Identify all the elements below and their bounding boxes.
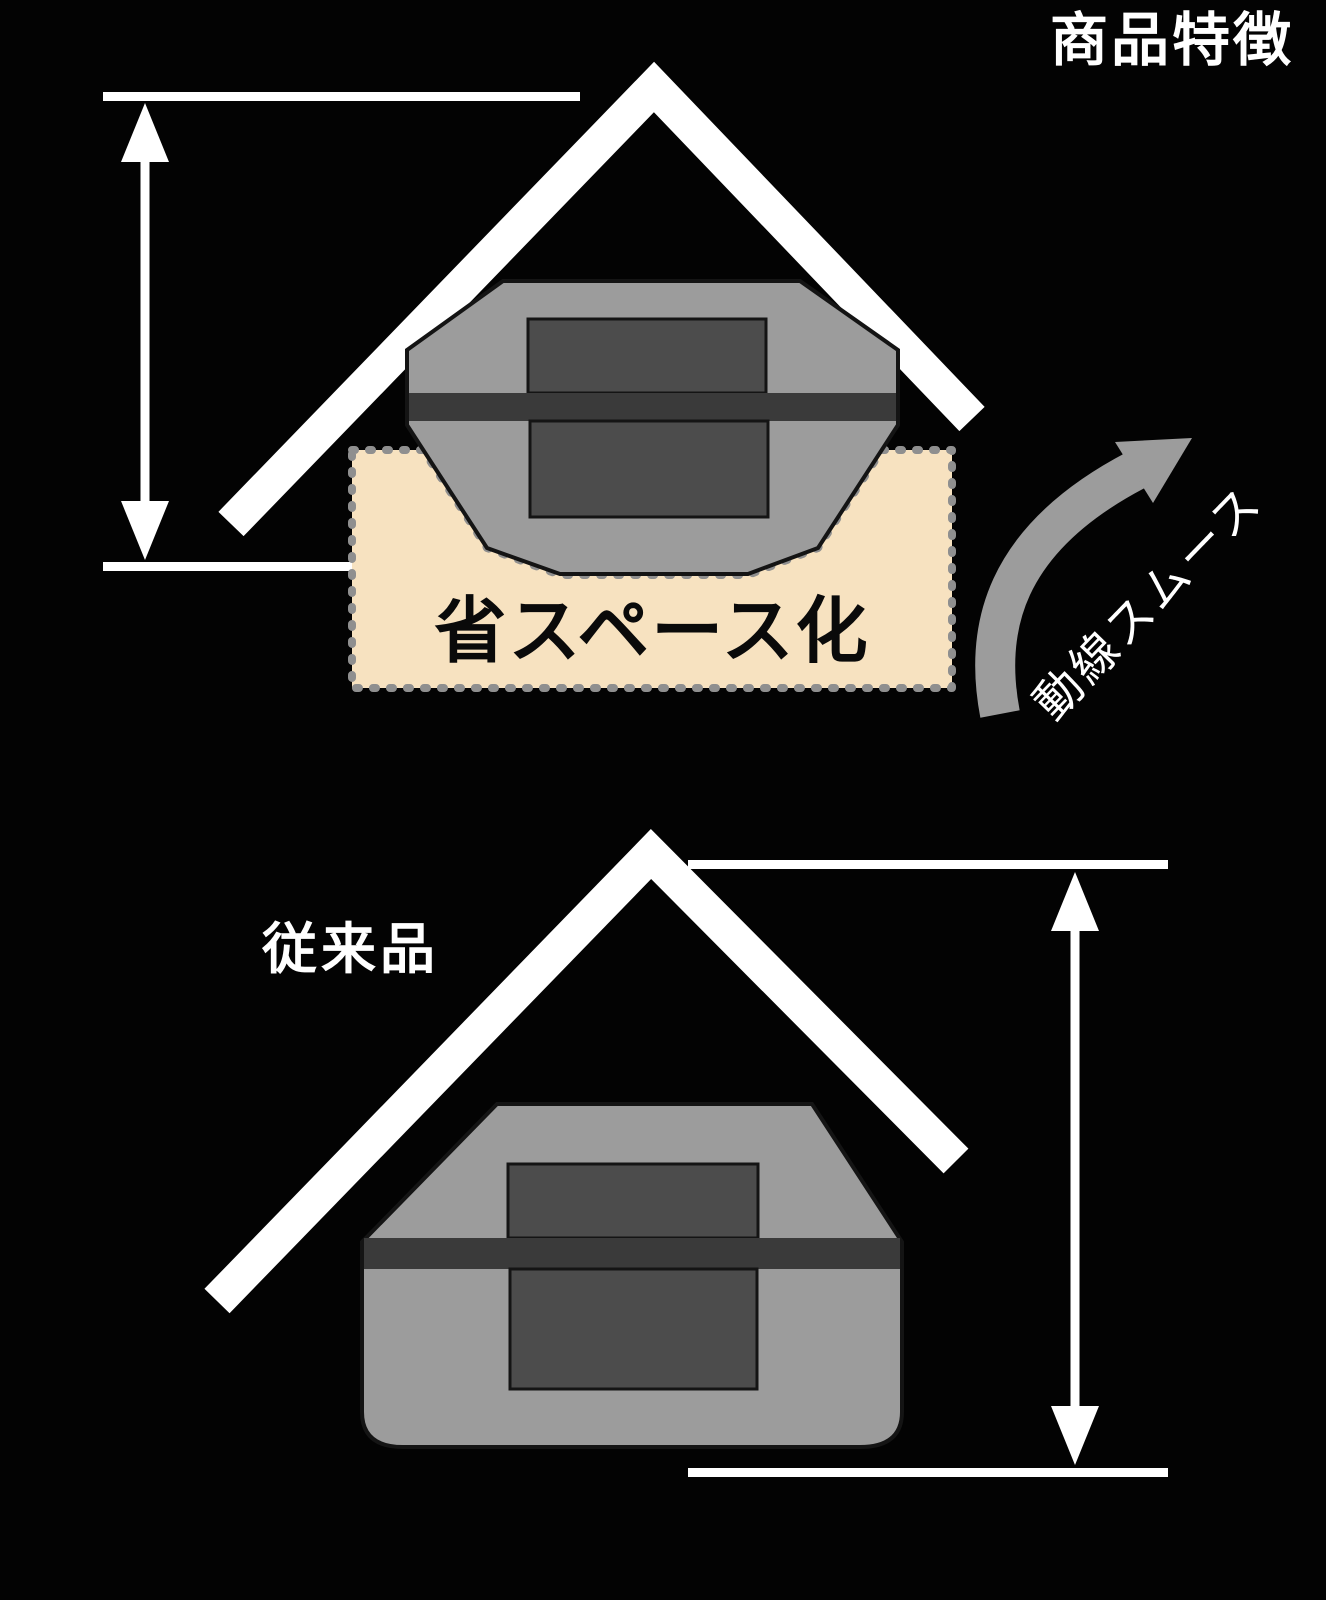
page-title: 商品特徴: [1049, 8, 1294, 73]
measure-line-top: [103, 92, 580, 101]
roof-outline-conventional: [204, 829, 969, 1314]
measure-line-top: [688, 860, 1168, 869]
measure-line-bottom: [688, 1468, 1168, 1477]
flow-arrow-curve: [975, 452, 1146, 718]
measure-arrowhead-down: [121, 501, 169, 560]
measure-arrowhead-up: [1051, 872, 1099, 931]
cargo-box-conventional: [360, 1102, 904, 1449]
measure-arrowhead-down: [1051, 1406, 1099, 1465]
cargo-box-panel-bottom: [528, 419, 770, 519]
flow-arrow: [975, 438, 1192, 718]
conventional-product-label: 従来品: [262, 918, 440, 980]
space-saving-label: 省スペース化: [434, 592, 870, 672]
roof-outline-new: [218, 61, 985, 537]
cargo-box-band: [409, 393, 896, 421]
cargo-box-band: [364, 1238, 900, 1269]
measure-arrowhead-up: [121, 103, 169, 162]
measure-arrow-shaft: [1070, 930, 1080, 1408]
cargo-box-new: [405, 279, 900, 576]
flow-arrowhead: [1115, 438, 1192, 503]
cargo-box-panel-top: [526, 317, 768, 395]
measure-arrow-shaft: [140, 150, 150, 510]
cargo-box-panel-top: [506, 1162, 760, 1240]
height-measure-new: [103, 92, 580, 571]
height-measure-conventional: [688, 860, 1168, 1477]
measure-line-bottom: [103, 562, 580, 571]
cargo-box-panel-bottom: [508, 1267, 759, 1391]
